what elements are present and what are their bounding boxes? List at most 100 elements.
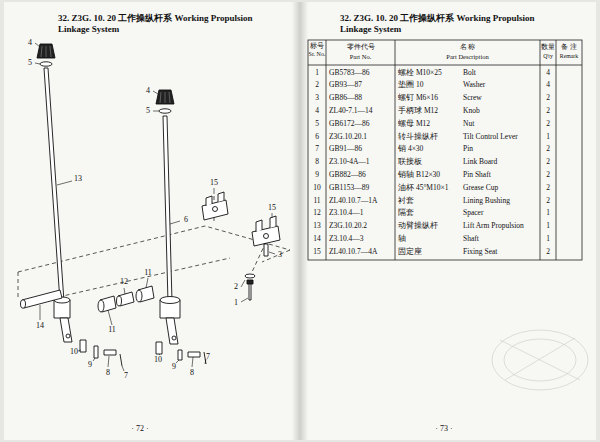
part-description: Link Board — [463, 157, 497, 166]
callout-number: 1 — [228, 298, 244, 308]
serial-number: 13 — [308, 221, 326, 230]
leader-lines — [35, 43, 275, 371]
callout-number: 2 — [228, 282, 244, 292]
gutter — [292, 2, 308, 440]
part-name-cn: 手柄球 M12 — [398, 106, 438, 115]
parts-table-grid — [308, 40, 582, 260]
part-description: Shaft — [463, 234, 479, 243]
serial-number: 5 — [308, 119, 326, 128]
part-number: Z3G.10.20.1 — [329, 132, 367, 141]
quantity: 1 — [540, 132, 556, 141]
part-description: Pin Shaft — [463, 170, 491, 179]
callout-number: 9 — [82, 360, 98, 370]
quantity: 2 — [540, 247, 556, 256]
part-name-cn: 垫圈 10 — [398, 80, 423, 89]
serial-number: 6 — [308, 132, 326, 141]
part-number: Z3.10-4A—1 — [329, 157, 370, 166]
callout-number: 11 — [140, 268, 156, 278]
callout-number: 14 — [32, 321, 48, 331]
table-header: Part Description — [395, 53, 540, 61]
part-name-cn: 衬套 — [398, 196, 414, 205]
left-page — [4, 2, 296, 440]
quantity: 2 — [540, 144, 556, 153]
part-name-cn: 隔套 — [398, 208, 414, 217]
part-name-cn: 油杯 45°M10×1 — [398, 183, 449, 192]
part-name-cn: 螺栓 M10×25 — [398, 68, 442, 77]
part-number: Z3G.10.20.2 — [329, 221, 367, 230]
stamp-mark — [492, 330, 588, 390]
part-name-cn: 轴 — [398, 234, 406, 243]
page-number: · 72 · — [120, 424, 160, 434]
serial-number: 15 — [308, 247, 326, 256]
part-description: Knob — [463, 106, 480, 115]
part-number: GB1153—89 — [329, 183, 369, 192]
part-number: ZL40.10.7—4A — [329, 247, 377, 256]
part-description: Lining Bushing — [463, 196, 510, 205]
callout-number: 3 — [272, 250, 288, 260]
quantity: 4 — [540, 80, 556, 89]
table-header: 名 称 — [395, 43, 540, 51]
callout-number: 6 — [178, 215, 194, 225]
callout-number: 9 — [166, 362, 182, 372]
quantity: 2 — [540, 170, 556, 179]
part-description: Lift Arm Propulsion — [463, 221, 524, 230]
table-header: Sr. No. — [308, 51, 326, 58]
callout-number: 5 — [22, 58, 38, 68]
part-description: Screw — [463, 93, 482, 102]
quantity: 2 — [540, 196, 556, 205]
quantity: 2 — [540, 183, 556, 192]
callout-number: 10 — [66, 347, 82, 357]
part-name-cn: 销轴 B12×30 — [398, 170, 440, 179]
serial-number: 1 — [308, 68, 326, 77]
part-description: Nut — [463, 119, 474, 128]
serial-number: 7 — [308, 144, 326, 153]
page-header: 32. Z3G. 10. 20 工作操纵杆系 Working Propulsio… — [340, 13, 540, 35]
table-header: 数量 — [540, 43, 556, 51]
part-description: Tilt Control Lever — [463, 132, 518, 141]
callout-number: 8 — [184, 368, 200, 378]
part-description: Washer — [463, 80, 485, 89]
part-description: Bolt — [463, 68, 476, 77]
quantity: 1 — [540, 234, 556, 243]
right-page — [304, 2, 596, 440]
linkage-drawing — [18, 44, 290, 366]
part-number: GB93—87 — [329, 80, 362, 89]
part-number: GB86—88 — [329, 93, 362, 102]
table-header: 备 注 — [556, 43, 582, 51]
table-header: Remark — [556, 53, 582, 60]
part-name-cn: 螺母 M12 — [398, 119, 430, 128]
callout-number: 7 — [118, 371, 134, 381]
serial-number: 14 — [308, 234, 326, 243]
part-number: GB91—86 — [329, 144, 362, 153]
part-description: Spacer — [463, 208, 483, 217]
part-name-cn: 动臂操纵杆 — [398, 221, 438, 230]
quantity: 2 — [540, 157, 556, 166]
callout-number: 15 — [264, 203, 280, 213]
part-name-cn: 联接板 — [398, 157, 422, 166]
serial-number: 8 — [308, 157, 326, 166]
callout-number: 15 — [206, 178, 222, 188]
part-name-cn: 固定座 — [398, 247, 422, 256]
serial-number: 12 — [308, 208, 326, 217]
part-number: GB5783—86 — [329, 68, 369, 77]
serial-number: 10 — [308, 183, 326, 192]
callout-number: 7 — [200, 352, 216, 362]
part-description: Fixing Seat — [463, 247, 497, 256]
callout-number: 8 — [100, 368, 116, 378]
part-description: Pin — [463, 144, 473, 153]
callout-number: 12 — [116, 277, 132, 287]
part-name-cn: 转斗操纵杆 — [398, 132, 438, 141]
quantity: 1 — [540, 208, 556, 217]
callout-number: 5 — [140, 106, 156, 116]
table-header: Q'ty — [540, 53, 556, 60]
quantity: 1 — [540, 221, 556, 230]
serial-number: 2 — [308, 80, 326, 89]
part-name-cn: 螺钉 M6×16 — [398, 93, 438, 102]
part-number: GB6172—86 — [329, 119, 369, 128]
part-name-cn: 销 4×30 — [398, 144, 423, 153]
page-header: 32. Z3G. 10. 20 工作操纵杆系 Working Propulsio… — [58, 13, 258, 35]
part-number: Z3.10.4—3 — [329, 234, 364, 243]
table-header: 零件代号 — [326, 43, 395, 51]
quantity: 2 — [540, 93, 556, 102]
